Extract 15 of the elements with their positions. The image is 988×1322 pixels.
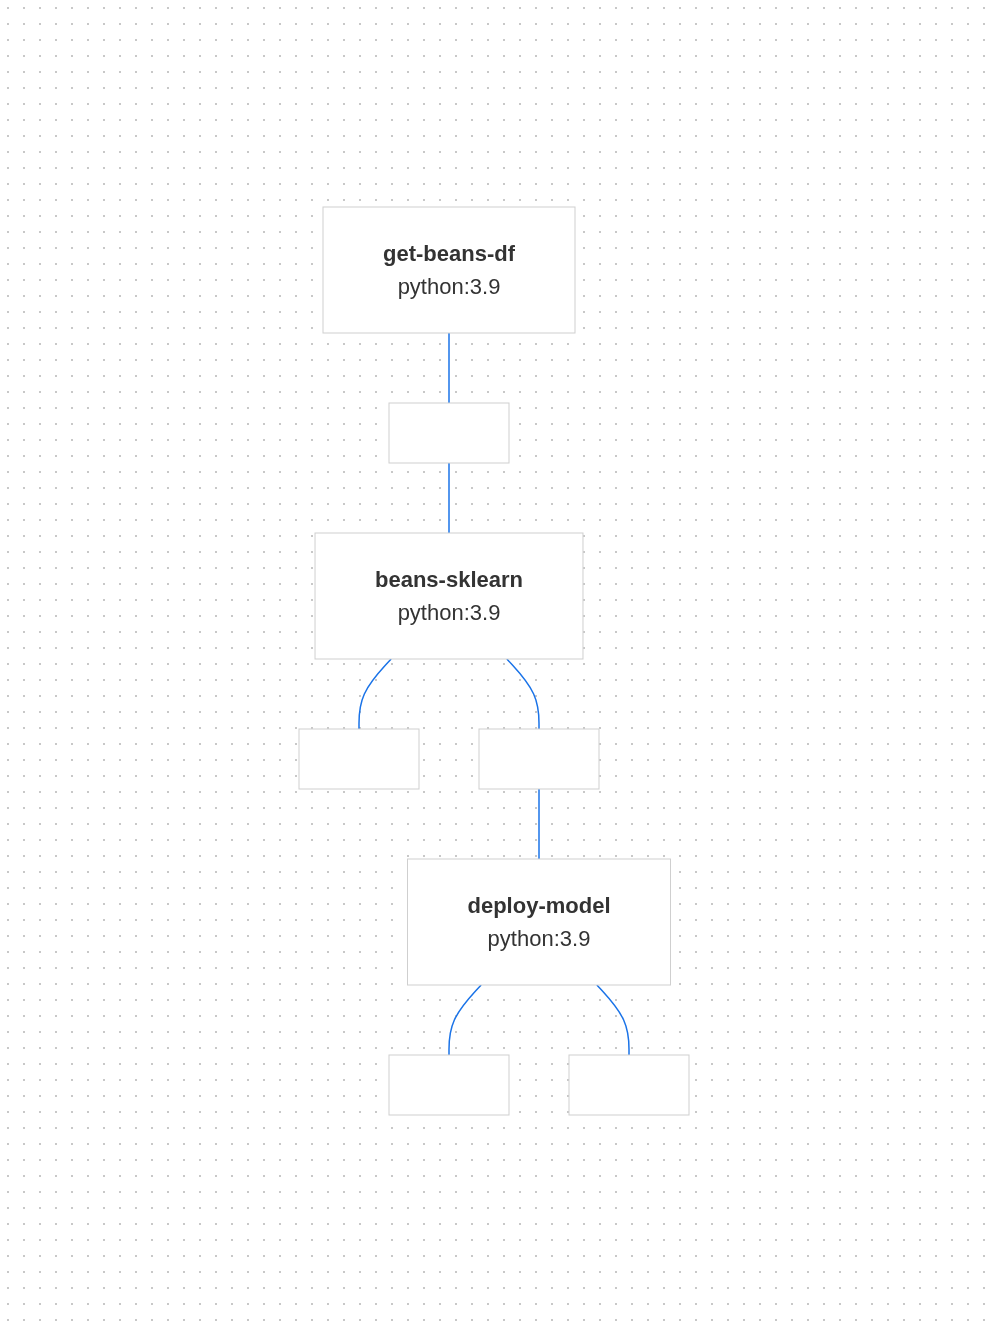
node-box: [478, 728, 600, 790]
node-box: [568, 1054, 690, 1116]
node-box: [388, 402, 510, 464]
node-box: [298, 728, 420, 790]
node-box: beans-sklearn python:3.9: [314, 532, 584, 660]
connector: [596, 984, 630, 1056]
connector: [448, 984, 482, 1056]
node-box: deploy-model python:3.9: [407, 858, 671, 986]
node-box: [388, 1054, 510, 1116]
connector: [506, 658, 540, 730]
connector: [358, 658, 392, 730]
connector: [448, 462, 450, 534]
connector: [448, 332, 450, 404]
node-box: get-beans-df python:3.9: [322, 206, 576, 334]
connector: [538, 788, 540, 860]
